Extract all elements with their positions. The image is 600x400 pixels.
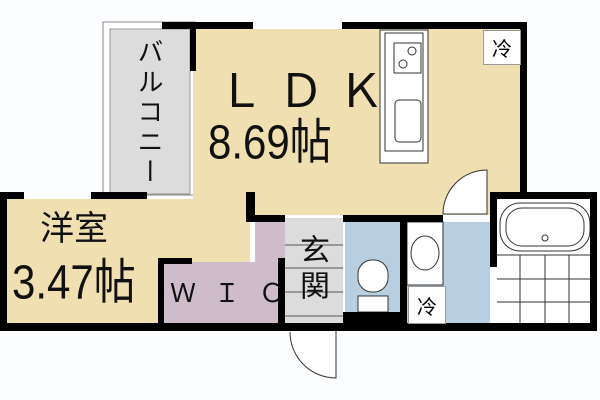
stove <box>393 42 422 74</box>
western-room-name: 洋室 <box>40 209 108 249</box>
wic-floor <box>163 262 278 323</box>
ldk-size: 8.69帖 <box>208 114 332 169</box>
western-room-size: 3.47帖 <box>12 254 136 309</box>
fridge-space-washroom: 冷 <box>408 286 446 324</box>
entrance-door <box>289 330 337 379</box>
entrance-tiles <box>285 244 343 317</box>
kitchen-sink <box>394 99 422 143</box>
balcony-area <box>109 28 191 195</box>
ldk-name: ＬＤＫ <box>218 64 398 118</box>
entrance-floor <box>285 218 343 323</box>
fridge-space-ldk: 冷 <box>483 30 521 65</box>
wic-name: ＷＩＣ <box>170 279 303 309</box>
entrance-name: 玄関 <box>294 234 329 306</box>
sink-basin <box>410 235 440 271</box>
walls <box>0 22 597 331</box>
toilet-bowl <box>357 259 389 293</box>
balcony-name: バルコニー <box>133 38 163 188</box>
toilet-tank <box>357 295 389 313</box>
ldk-door <box>442 169 488 215</box>
bath-tiles <box>497 254 592 323</box>
wic-nook <box>255 222 285 262</box>
